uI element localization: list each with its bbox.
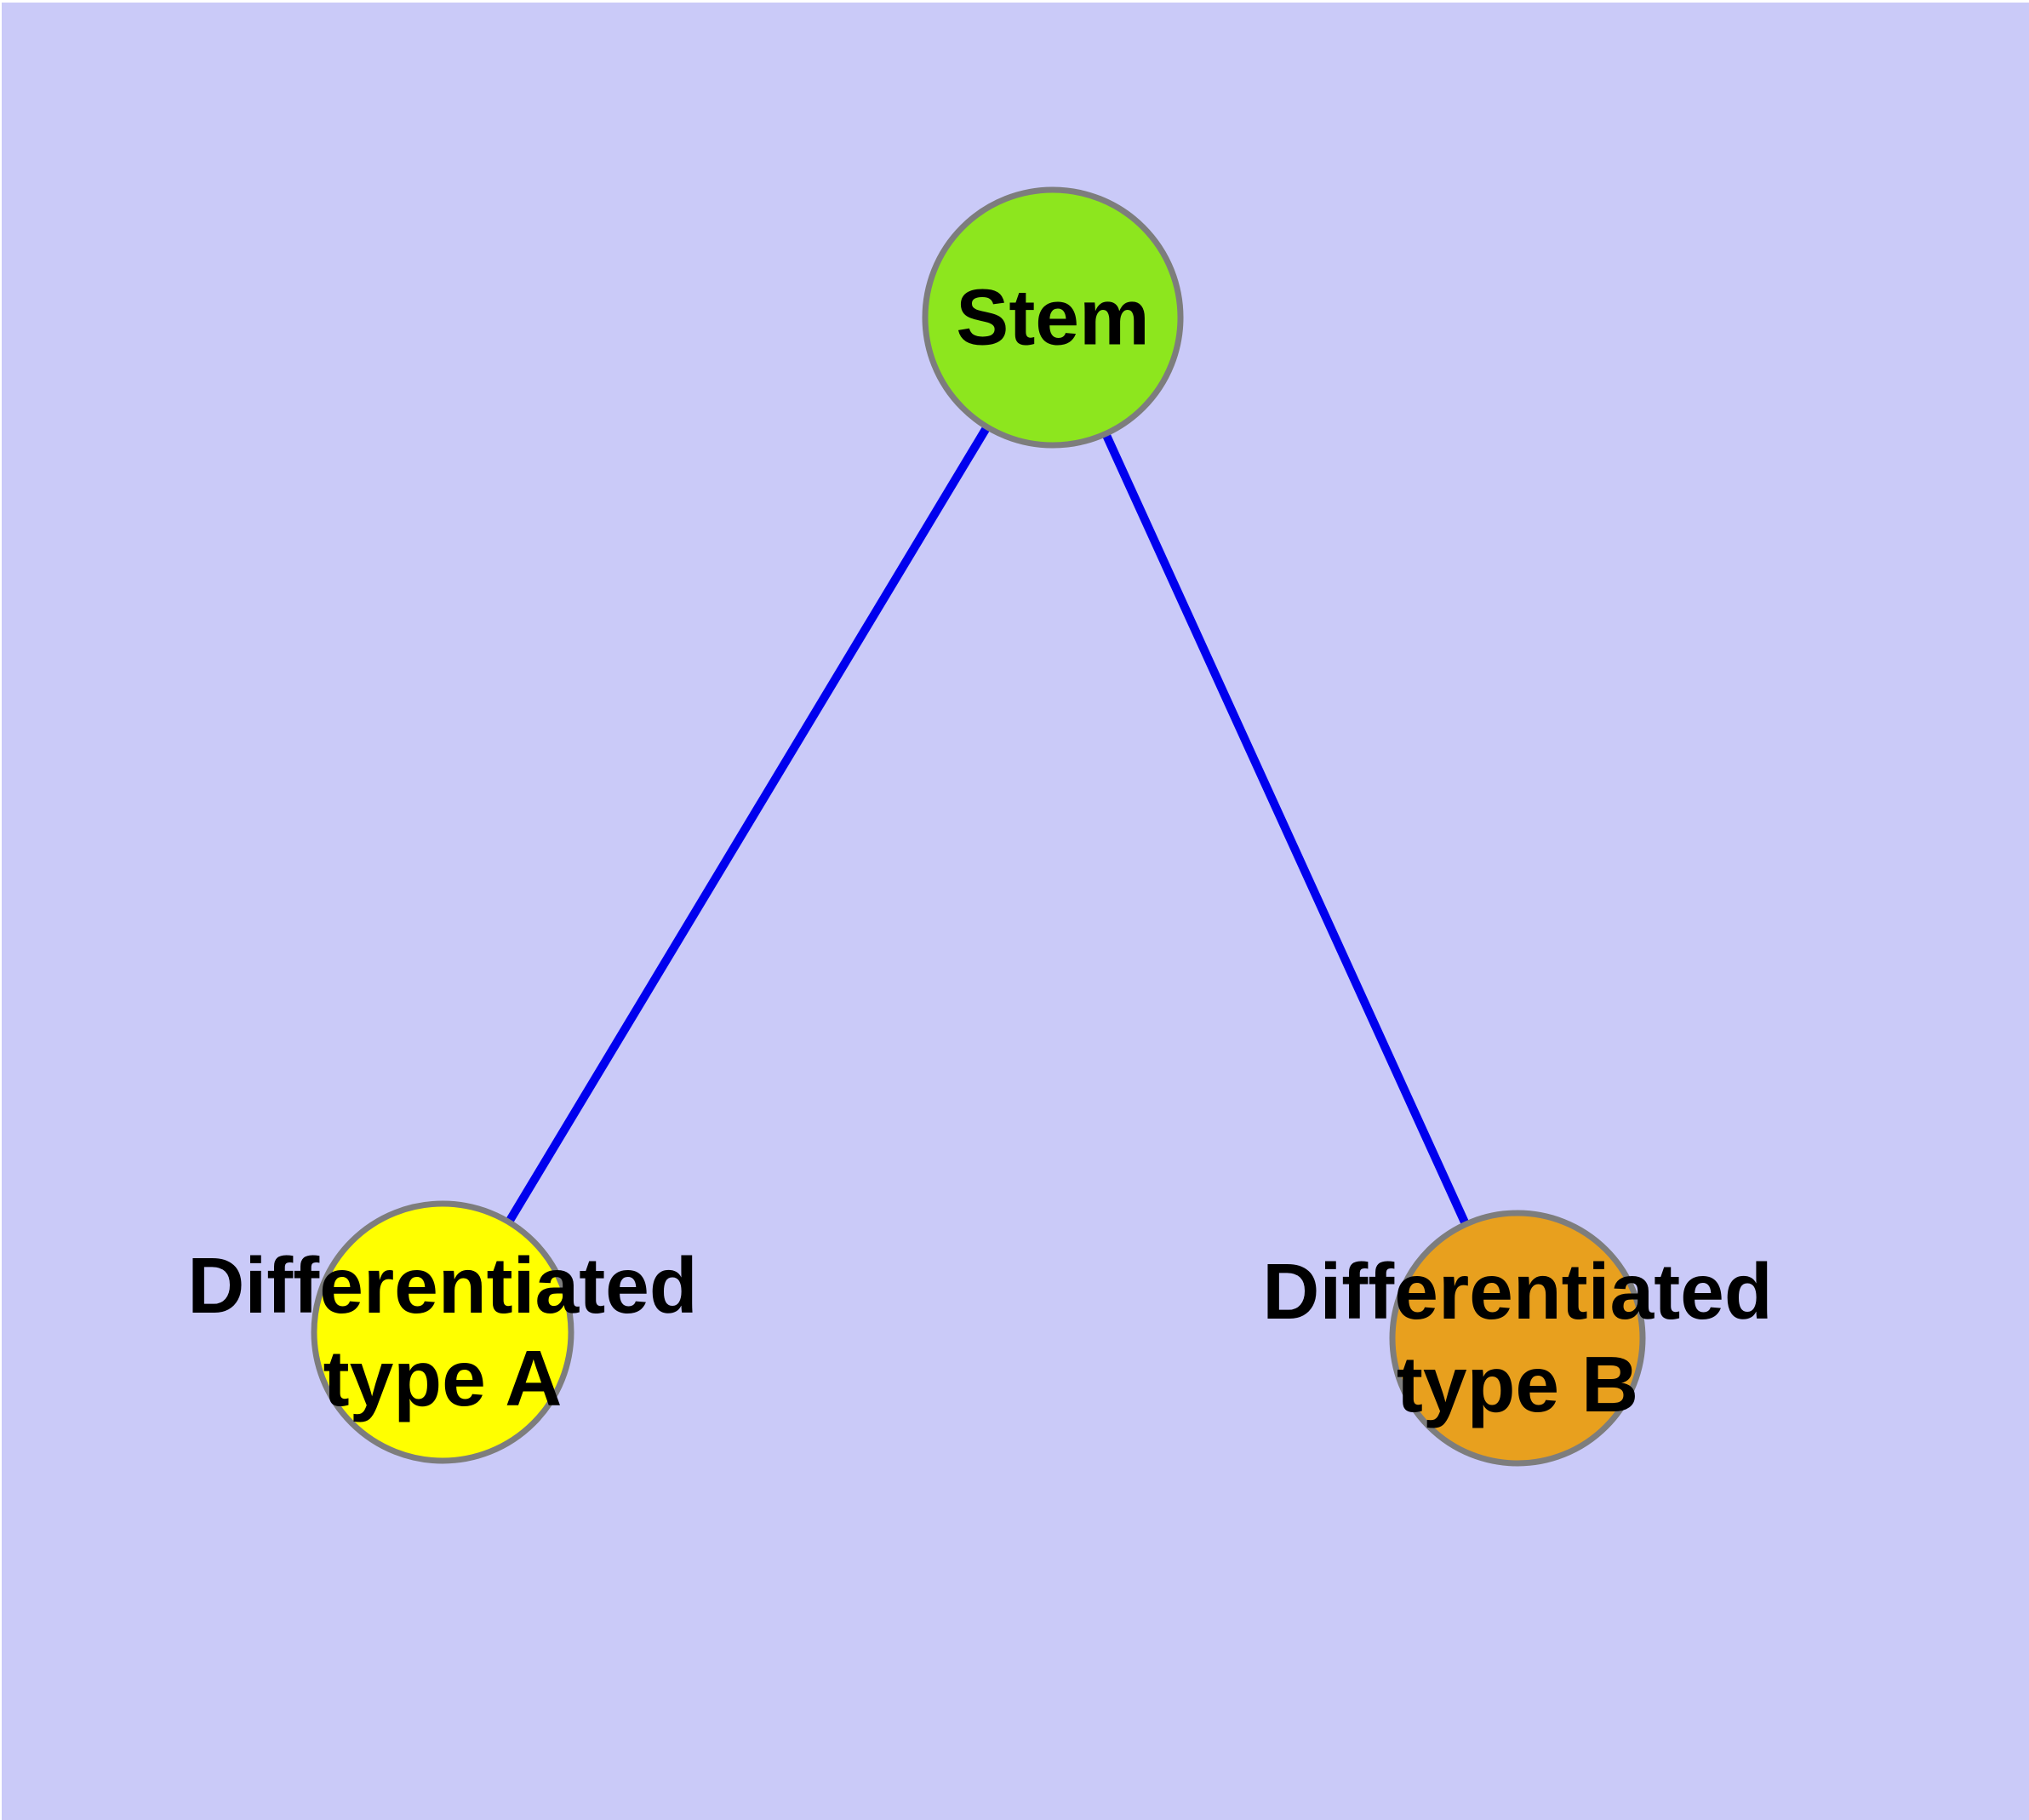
node-type-b xyxy=(1389,1210,1646,1467)
node-type-a xyxy=(311,1200,574,1464)
edge-stem-to-type-a xyxy=(438,315,1057,1335)
node-stem xyxy=(922,186,1184,449)
edge-stem-to-type-b xyxy=(1049,315,1522,1341)
